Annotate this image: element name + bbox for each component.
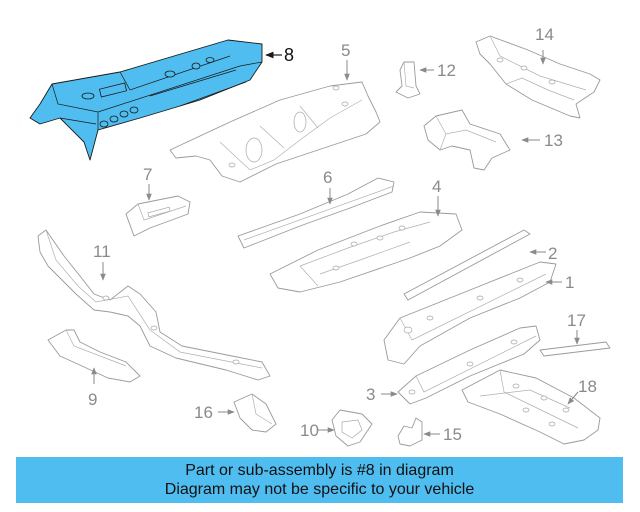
callout-9: 9 bbox=[88, 390, 97, 409]
part-8-front-floor-pan[interactable] bbox=[29, 39, 263, 161]
callout-17: 17 bbox=[567, 311, 586, 330]
callout-16: 16 bbox=[194, 403, 213, 422]
part-11-side-rail bbox=[37, 229, 271, 381]
part-12-bracket bbox=[395, 61, 421, 99]
part-4-floor-pan bbox=[269, 211, 463, 293]
part-15-bracket bbox=[397, 417, 423, 447]
callout-2: 2 bbox=[548, 244, 557, 263]
part-7-bracket bbox=[125, 195, 191, 237]
part-6-rocker-reinforcement bbox=[237, 177, 395, 249]
part-3-rear-crossmember bbox=[397, 325, 541, 405]
callout-1: 1 bbox=[565, 273, 574, 292]
callout-15: 15 bbox=[443, 425, 462, 444]
part-1-rocker-panel bbox=[383, 261, 557, 365]
callout-14: 14 bbox=[535, 25, 554, 44]
part-18-rear-floor-panel bbox=[461, 369, 601, 445]
part-16-bracket bbox=[233, 393, 277, 433]
parts-diagram: 8 5 12 14 13 bbox=[29, 25, 611, 447]
part-17-trim-strip bbox=[539, 341, 611, 357]
callout-4: 4 bbox=[432, 177, 441, 196]
caption-line-1: Part or sub-assembly is #8 in diagram bbox=[185, 462, 454, 479]
caption-banner: Part or sub-assembly is #8 in diagram Di… bbox=[16, 457, 623, 503]
callout-8: 8 bbox=[284, 45, 294, 65]
callout-6: 6 bbox=[323, 168, 332, 187]
caption-line-2: Diagram may not be specific to your vehi… bbox=[164, 481, 475, 498]
part-13-cross-member bbox=[423, 109, 511, 171]
part-2-sill-strip bbox=[403, 229, 531, 301]
callout-10: 10 bbox=[300, 421, 319, 440]
callout-5: 5 bbox=[341, 41, 350, 60]
part-14-rear-rail bbox=[475, 35, 601, 119]
callout-12: 12 bbox=[437, 61, 456, 80]
callout-11: 11 bbox=[93, 242, 111, 261]
part-5-floor-tunnel bbox=[169, 81, 381, 183]
part-10-gusset bbox=[331, 409, 373, 447]
callout-7: 7 bbox=[143, 165, 152, 184]
callout-3: 3 bbox=[366, 385, 375, 404]
callout-13: 13 bbox=[544, 131, 563, 150]
callout-18: 18 bbox=[578, 377, 597, 396]
part-9-front-plate bbox=[47, 329, 141, 383]
